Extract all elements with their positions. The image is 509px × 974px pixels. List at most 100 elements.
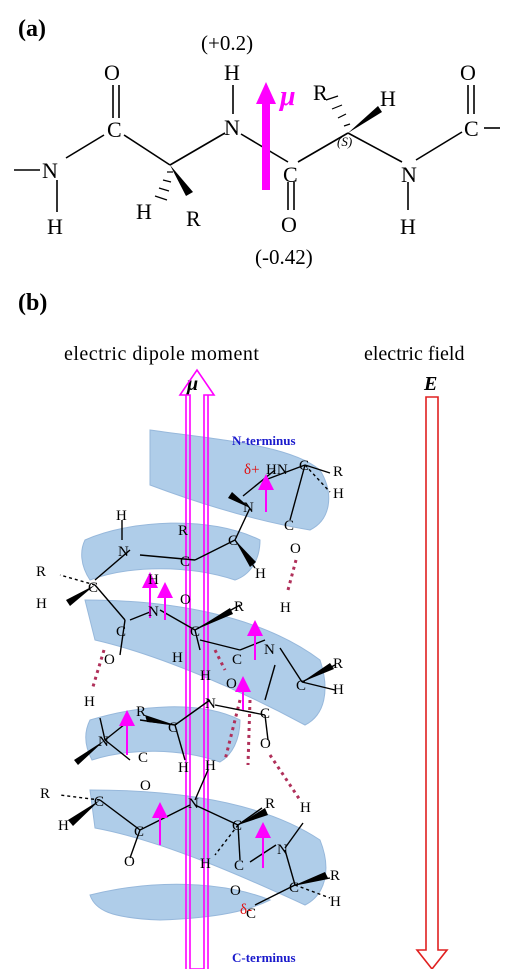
field-hollow-arrow xyxy=(415,396,449,971)
ribbon-band-6 xyxy=(89,883,272,921)
atom-r-2: R xyxy=(178,523,188,539)
ribbon-band-1 xyxy=(149,429,330,531)
atom-h-alpha2: H xyxy=(380,86,396,111)
atom-c-7: C xyxy=(190,624,200,640)
atom-hn-top: HN xyxy=(266,462,288,478)
atom-c-15: C xyxy=(232,818,242,834)
atom-h-2: H xyxy=(255,566,266,582)
dipole-arrow-a xyxy=(256,82,276,190)
atom-n2: N xyxy=(224,115,240,140)
atom-n-left: N xyxy=(42,158,58,183)
bond-calpha2-n3 xyxy=(347,132,403,163)
atom-r-1: R xyxy=(333,464,343,480)
ribbon-band-2 xyxy=(81,522,261,581)
atom-n-5: N xyxy=(205,696,216,712)
atom-n-3: N xyxy=(148,604,159,620)
atom-r-5: R xyxy=(333,656,343,672)
atom-o-4: O xyxy=(226,676,237,692)
atom-r-7: R xyxy=(40,786,50,802)
atom-o-8: O xyxy=(230,883,241,899)
panel-a: (a) xyxy=(14,16,500,269)
stereo-label: (S) xyxy=(337,134,352,149)
atom-n-top: N xyxy=(243,500,254,516)
atom-h-alpha1: H xyxy=(136,199,152,224)
dipole-head xyxy=(256,82,276,104)
atom-h-12: H xyxy=(58,818,69,834)
atom-c-4: C xyxy=(180,554,190,570)
mu-symbol: μ xyxy=(186,373,198,395)
atom-c-10: C xyxy=(260,706,270,722)
hbond-5 xyxy=(246,699,252,766)
atom-n-7: N xyxy=(188,796,199,812)
atom-r-3: R xyxy=(36,564,46,580)
n-terminus-label: N-terminus xyxy=(232,433,296,448)
e-symbol: E xyxy=(423,373,437,395)
bond-n3-c xyxy=(415,131,463,161)
wedge-alpha2-h xyxy=(348,106,382,133)
bond-n-c1 xyxy=(65,134,105,159)
c-terminus-label: C-terminus xyxy=(232,950,296,965)
panel-a-atoms: O C N H H R H N C O R H N H O C xyxy=(42,60,479,239)
panel-a-bonds xyxy=(14,85,500,212)
atom-h-3: H xyxy=(116,508,127,524)
atom-c-11: C xyxy=(168,720,178,736)
delta-minus-label: δ- xyxy=(240,902,252,918)
atom-h-14: H xyxy=(200,856,211,872)
atom-o-right: O xyxy=(460,60,476,85)
atom-c-17: C xyxy=(289,880,299,896)
atom-c1: C xyxy=(107,117,122,142)
atom-c-18: C xyxy=(246,906,256,922)
atom-o-7: O xyxy=(124,854,135,870)
atom-h-9: H xyxy=(200,668,211,684)
atom-c-1: C xyxy=(299,458,309,474)
atom-o-1: O xyxy=(290,541,301,557)
atom-h-8: H xyxy=(333,682,344,698)
atom-o-5: O xyxy=(260,736,271,752)
atom-r-alpha2: R xyxy=(313,80,328,105)
atom-c-6: C xyxy=(116,624,126,640)
atom-c-16: C xyxy=(234,858,244,874)
atom-c-9: C xyxy=(296,678,306,694)
atom-n-6: N xyxy=(98,734,109,750)
atom-r-9: R xyxy=(330,868,340,884)
dipole-title: electric dipole moment xyxy=(64,343,259,365)
atom-n3: N xyxy=(401,162,417,187)
hbond-4 xyxy=(223,699,242,761)
atom-h-16: H xyxy=(330,894,341,910)
atom-h-7: H xyxy=(280,600,291,616)
atom-r-6: R xyxy=(136,704,146,720)
ribbon-band-3 xyxy=(84,599,326,726)
atom-c-2: C xyxy=(284,518,294,534)
panel-b-label: (b) xyxy=(18,290,47,316)
hbond-6 xyxy=(268,754,302,801)
atom-o-carbonyl: O xyxy=(281,212,297,237)
atom-h-n2: H xyxy=(224,60,240,85)
alpha-helix-ribbon xyxy=(81,429,330,921)
delta-plus-label: δ+ xyxy=(244,462,260,478)
bond-c1-calpha xyxy=(123,134,171,166)
hash-alpha2-r xyxy=(325,95,351,127)
dipole-symbol-a: μ xyxy=(278,81,296,112)
atom-h-15: H xyxy=(300,800,311,816)
bond-c-calpha2 xyxy=(297,132,349,163)
atom-h-n3: H xyxy=(400,214,416,239)
atom-o-6: O xyxy=(140,778,151,794)
atom-h-13: H xyxy=(205,758,216,774)
field-title: electric field xyxy=(364,343,465,365)
helix-wedges xyxy=(66,492,334,885)
atom-c-5: C xyxy=(88,580,98,596)
atom-c-right: C xyxy=(464,116,479,141)
atom-r-4: R xyxy=(234,599,244,615)
atom-o1: O xyxy=(104,60,120,85)
bond-calpha-n2 xyxy=(169,132,226,166)
electric-field-arrow xyxy=(415,396,449,971)
charge-positive: (+0.2) xyxy=(201,31,253,55)
atom-r-alpha1: R xyxy=(186,206,201,231)
ribbon-band-4 xyxy=(85,706,241,763)
atom-h-left: H xyxy=(47,214,63,239)
panel-b: (b) electric dipole moment electric fiel… xyxy=(18,290,465,971)
atom-r-8: R xyxy=(265,796,275,812)
hbond-1 xyxy=(286,559,298,591)
